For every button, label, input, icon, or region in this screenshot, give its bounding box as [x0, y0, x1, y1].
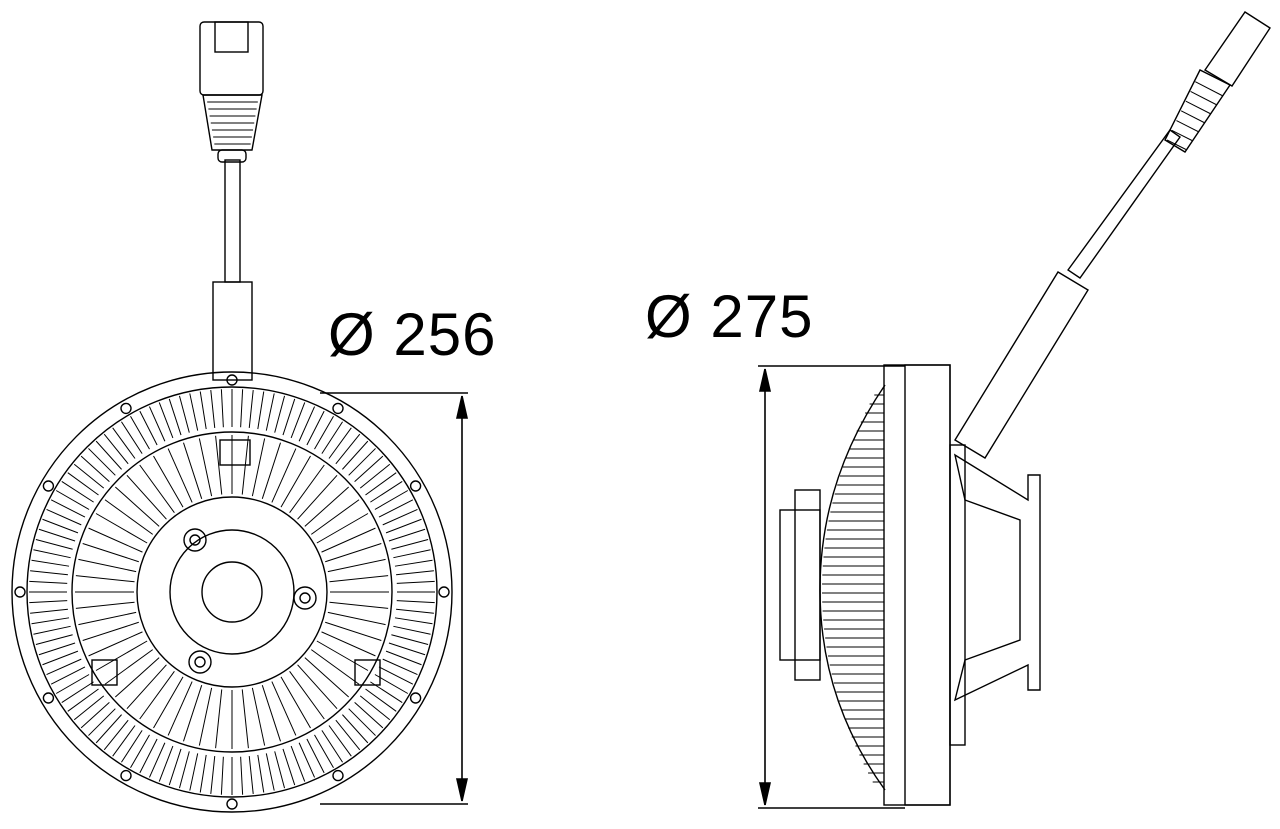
- hub-bolt: [183, 528, 207, 552]
- bolt-hole: [226, 798, 238, 810]
- hub-bore: [201, 561, 263, 623]
- side-cable: [1067, 129, 1181, 279]
- bolt-hole: [120, 402, 132, 415]
- bolt-hole: [120, 769, 132, 782]
- dimension-line-256: [320, 392, 469, 805]
- front-view-fan-clutch: [11, 21, 453, 813]
- outer-rim: [11, 371, 453, 813]
- dimension-line-275: [758, 365, 905, 809]
- side-cable-sleeve: [954, 271, 1089, 459]
- cable: [224, 159, 241, 283]
- bolt-hole: [332, 769, 344, 782]
- side-connector: [1203, 11, 1271, 87]
- bolt-hole: [42, 692, 55, 704]
- bolt-hole: [409, 480, 422, 492]
- diameter-label-275: Ø 275: [645, 283, 814, 350]
- bolt-hole: [332, 402, 344, 415]
- hub-bolt: [188, 650, 212, 674]
- connector: [199, 21, 264, 96]
- bolt-hole: [438, 586, 450, 598]
- bolt-hole: [409, 692, 422, 704]
- side-flange: [883, 364, 951, 806]
- cable-sleeve: [212, 281, 253, 381]
- bolt-hole: [42, 480, 55, 492]
- bolt-hole: [14, 586, 26, 598]
- side-hub: [779, 509, 821, 661]
- hub: [169, 529, 295, 655]
- side-view-fan-clutch: [779, 11, 1271, 806]
- side-fins: [819, 384, 886, 791]
- diameter-label-256: Ø 256: [328, 301, 497, 368]
- hub-bolt: [293, 586, 317, 610]
- mounting-bracket: [953, 453, 1041, 702]
